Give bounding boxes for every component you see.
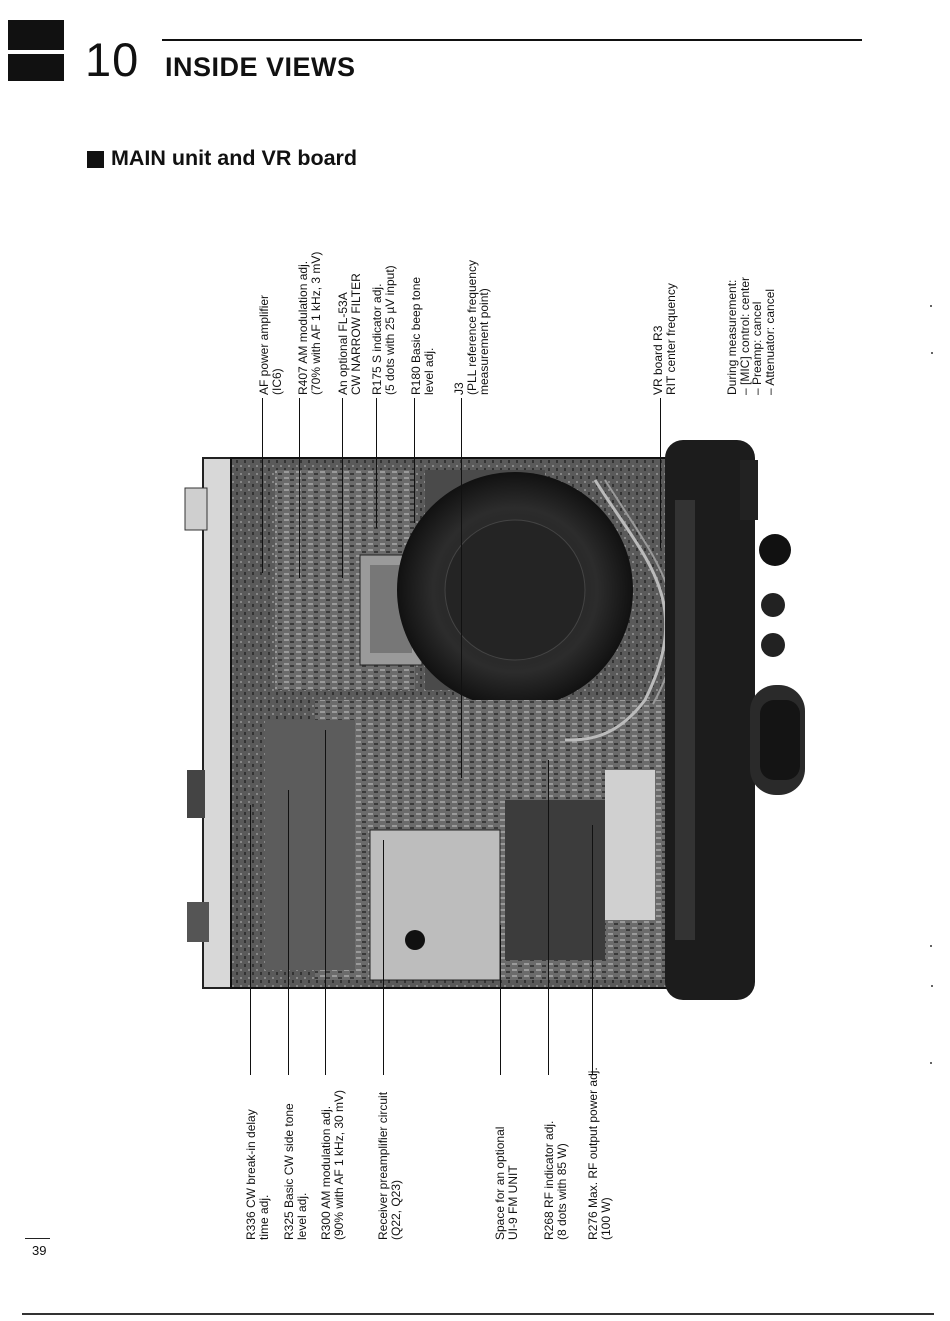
page-number-rule [25, 1238, 50, 1239]
leader-r180 [414, 398, 415, 523]
section-bullet [87, 151, 104, 168]
leader-r300 [325, 730, 326, 1075]
callout-r276: R276 Max. RF output power adj.(100 W) [586, 1067, 613, 1240]
callout-af-power-amplifier: AF power amplifier(IC6) [257, 294, 284, 395]
callout-receiver-preamp: Receiver preamplifier circuit(Q22, Q23) [376, 1091, 403, 1240]
header-block-top [8, 20, 64, 50]
leader-ui9 [500, 925, 501, 1075]
callout-measurement-conditions: During measurement:– [MIC] control: cent… [725, 276, 777, 395]
callout-r300: R300 AM modulation adj.(90% with AF 1 kH… [319, 1089, 346, 1240]
callout-r175: R175 S indicator adj.(5 dots with 25 µV … [370, 265, 397, 395]
header-block-bottom [8, 54, 64, 81]
footer-rule [22, 1313, 934, 1315]
callout-r407: R407 AM modulation adj.(70% with AF 1 kH… [296, 251, 323, 395]
leader-r407 [299, 398, 300, 578]
page-number: 39 [32, 1243, 47, 1258]
callout-r268: R268 RF indicator adj.(8 dots with 85 W) [542, 1120, 569, 1240]
header-rule [162, 39, 862, 41]
section-title: MAIN unit and VR board [111, 146, 358, 170]
leader-r325 [288, 790, 289, 1075]
leader-vr-board-r3 [660, 398, 661, 548]
main-unit-photo [184, 440, 805, 1000]
scan-speck [930, 1062, 932, 1064]
leader-r336 [250, 805, 251, 1075]
leader-r175 [376, 398, 377, 528]
scan-speck [931, 985, 933, 987]
leader-r268 [548, 760, 549, 1075]
scan-speck [931, 352, 933, 354]
leader-af-power-amplifier [262, 398, 263, 573]
leader-preamp [383, 840, 384, 1075]
leader-j3 [461, 398, 462, 778]
chapter-title: INSIDE VIEWS [165, 52, 356, 82]
scan-speck [930, 305, 932, 307]
leader-fl53a [342, 398, 343, 578]
leader-r276 [592, 825, 593, 1075]
scan-speck [930, 945, 932, 947]
chapter-number: 10 [85, 33, 140, 86]
